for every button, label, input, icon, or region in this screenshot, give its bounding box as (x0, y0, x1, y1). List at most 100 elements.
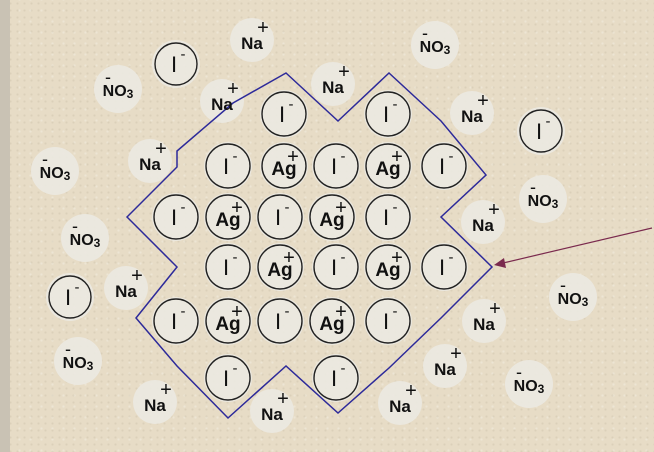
lattice-silver-4-1: Ag+ (215, 301, 243, 335)
lattice-outline (125, 71, 494, 420)
lattice-iodide-2-2-charge: - (285, 199, 290, 216)
nitrate-ion-5-spot (549, 273, 597, 321)
sodium-ion-2: Na+ (211, 78, 239, 114)
free-iodide-2-circle (48, 275, 92, 319)
pointer-arrow-line (502, 227, 653, 264)
lattice-iodide-5-0-circle (205, 355, 251, 401)
ion-highlight-spots (31, 18, 597, 433)
lattice-silver-3-1-spot (256, 243, 304, 291)
sodium-ion-4: Na+ (139, 138, 167, 174)
nitrate-ion-5-symbol: NO3 (558, 291, 589, 309)
lattice-iodide-3-0: I- (223, 249, 238, 280)
lattice-silver-4-3-circle (309, 298, 355, 344)
sodium-ion-0-symbol: Na (241, 34, 263, 53)
lattice-silver-2-3-symbol: Ag (319, 210, 344, 231)
lattice-silver-1-1-charge: + (287, 146, 299, 168)
sodium-ion-1-symbol: Na (322, 78, 344, 97)
lattice-iodide-3-4-charge: - (449, 249, 454, 266)
sodium-ion-9-charge: + (160, 379, 172, 401)
lattice-iodide-4-2-spot (256, 297, 304, 345)
nitrate-ion-7-spot (505, 360, 553, 408)
sodium-ion-3-spot (450, 91, 494, 135)
sodium-ion-1: Na+ (322, 61, 350, 97)
nitrate-ion-6-spot (54, 337, 102, 385)
sodium-ion-1-charge: + (338, 61, 350, 83)
free-iodide-1-spot (517, 107, 565, 155)
lattice-silver-3-3-charge: + (391, 247, 403, 269)
sodium-ion-3-charge: + (477, 90, 489, 112)
free-iodide-0-spot (152, 40, 200, 88)
lattice-iodide-1-2-spot (312, 142, 360, 190)
lattice-silver-2-3-charge: + (335, 197, 347, 219)
lattice-iodide-1-0-charge: - (233, 148, 238, 165)
free-iodide-2-charge: - (75, 279, 80, 296)
sodium-ion-11: Na+ (389, 380, 417, 416)
pointer-arrow (494, 227, 653, 268)
lattice-silver-1-3-spot (364, 142, 412, 190)
nitrate-ion-2-charge: - (42, 149, 48, 169)
sodium-ion-10-symbol: Na (261, 405, 283, 424)
nitrate-ion-3: NO3- (528, 177, 559, 211)
lattice-iodide-5-1-charge: - (341, 360, 346, 377)
lattice-iodide-1-4-spot (420, 142, 468, 190)
lattice-iodide-4-2: I- (275, 303, 290, 334)
free-iodide-1-charge: - (546, 113, 551, 130)
nitrate-ion-2: NO3- (40, 149, 71, 183)
lattice-iodide-4-4-symbol: I (383, 309, 389, 334)
lattice-iodide-2-0-spot (152, 193, 200, 241)
sodium-ion-2-spot (200, 79, 244, 123)
lattice-iodide-1-0-symbol: I (223, 154, 229, 179)
lattice-iodide-0-0-spot (260, 90, 308, 138)
lattice-iodide-3-4-spot (420, 243, 468, 291)
lattice-silver-3-1-charge: + (283, 247, 295, 269)
free-iodide-0-charge: - (181, 46, 186, 63)
lattice-iodide-0-1-charge: - (393, 96, 398, 113)
nitrate-ion-3-spot (519, 175, 567, 223)
sodium-ion-5-spot (461, 200, 505, 244)
sodium-ion-8: Na+ (434, 343, 462, 379)
nitrate-ion-4-symbol: NO3 (70, 232, 101, 250)
lattice-iodide-5-0: I- (223, 360, 238, 391)
nitrate-ion-6: NO3- (63, 339, 94, 373)
lattice-silver-4-1-charge: + (231, 301, 243, 323)
nitrate-ion-3-subscript: 3 (552, 197, 559, 211)
lattice-iodide-4-0: I- (171, 303, 186, 334)
lattice-silver-4-3-symbol: Ag (319, 314, 344, 335)
lattice-iodide-5-1: I- (331, 360, 346, 391)
free-iodide-1: I- (536, 113, 551, 144)
lattice-iodide-5-1-spot (312, 354, 360, 402)
nitrate-ion-5-charge: - (560, 275, 566, 295)
nitrate-ion-1-spot (94, 65, 142, 113)
lattice-iodide-2-2-circle (257, 194, 303, 240)
free-iodide-2-symbol: I (65, 285, 71, 310)
lattice-iodide-2-4-charge: - (393, 199, 398, 216)
sodium-ion-11-spot (378, 381, 422, 425)
lattice-silver-1-1-spot (260, 142, 308, 190)
lattice-silver-1-1-symbol: Ag (271, 159, 296, 180)
free-iodide-circles (48, 42, 563, 319)
sodium-ion-5: Na+ (472, 199, 500, 235)
lattice-iodide-4-0-circle (153, 298, 199, 344)
lattice-silver-4-3-charge: + (335, 301, 347, 323)
lattice-iodide-2-4-spot (364, 193, 412, 241)
sodium-ion-11-symbol: Na (389, 397, 411, 416)
sodium-ion-4-symbol: Na (139, 155, 161, 174)
sodium-ion-9-spot (133, 380, 177, 424)
sodium-ion-6-charge: + (131, 265, 143, 287)
nitrate-ion-7: NO3- (514, 362, 545, 396)
lattice-iodide-2-4: I- (383, 199, 398, 230)
lattice-iodide-2-2-spot (256, 193, 304, 241)
free-iodide-1-symbol: I (536, 119, 542, 144)
lattice-silver-3-1: Ag+ (267, 247, 295, 281)
lattice-iodide-0-1-circle (365, 91, 411, 137)
lattice-iodide-4-0-symbol: I (171, 309, 177, 334)
nitrate-ion-4-spot (61, 214, 109, 262)
lattice-iodide-0-0-symbol: I (279, 102, 285, 127)
lattice-silver-3-3: Ag+ (375, 247, 403, 281)
sodium-ion-7-charge: + (489, 298, 501, 320)
sodium-ion-9: Na+ (144, 379, 172, 415)
lattice-iodide-2-4-circle (365, 194, 411, 240)
nitrate-ion-0-charge: - (422, 23, 428, 43)
